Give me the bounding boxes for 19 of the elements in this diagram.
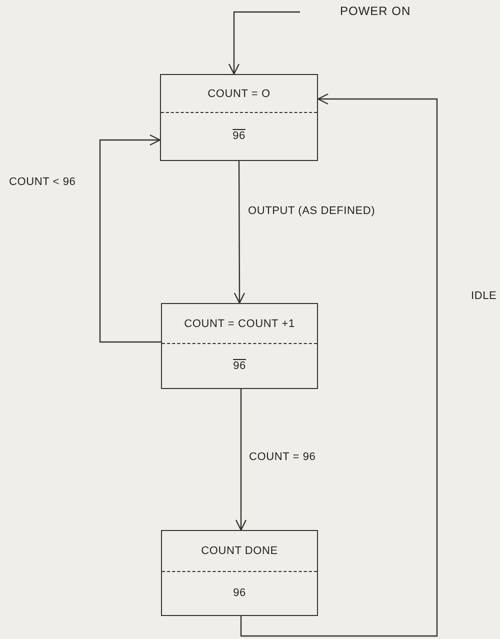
state-output: 96 (233, 360, 246, 372)
arrow (240, 93, 438, 637)
arrow (228, 11, 300, 75)
arrow (99, 134, 161, 343)
arrow (235, 389, 247, 531)
edge-label: OUTPUT (AS DEFINED) (248, 205, 376, 217)
edge-label: COUNT < 96 (9, 176, 76, 188)
edge-label: COUNT = 96 (249, 451, 316, 463)
arrow (234, 161, 246, 304)
state-box (160, 74, 318, 161)
input-label: POWER ON (300, 4, 411, 22)
state-box (161, 530, 318, 616)
edge-label: IDLE (471, 290, 497, 302)
state-output: 96 (233, 587, 246, 599)
state-output: 96 (232, 130, 246, 142)
state-action: COUNT = O (208, 88, 270, 100)
state-action: COUNT DONE (201, 545, 278, 557)
state-box (161, 303, 318, 389)
state-action: COUNT = COUNT +1 (184, 318, 295, 330)
